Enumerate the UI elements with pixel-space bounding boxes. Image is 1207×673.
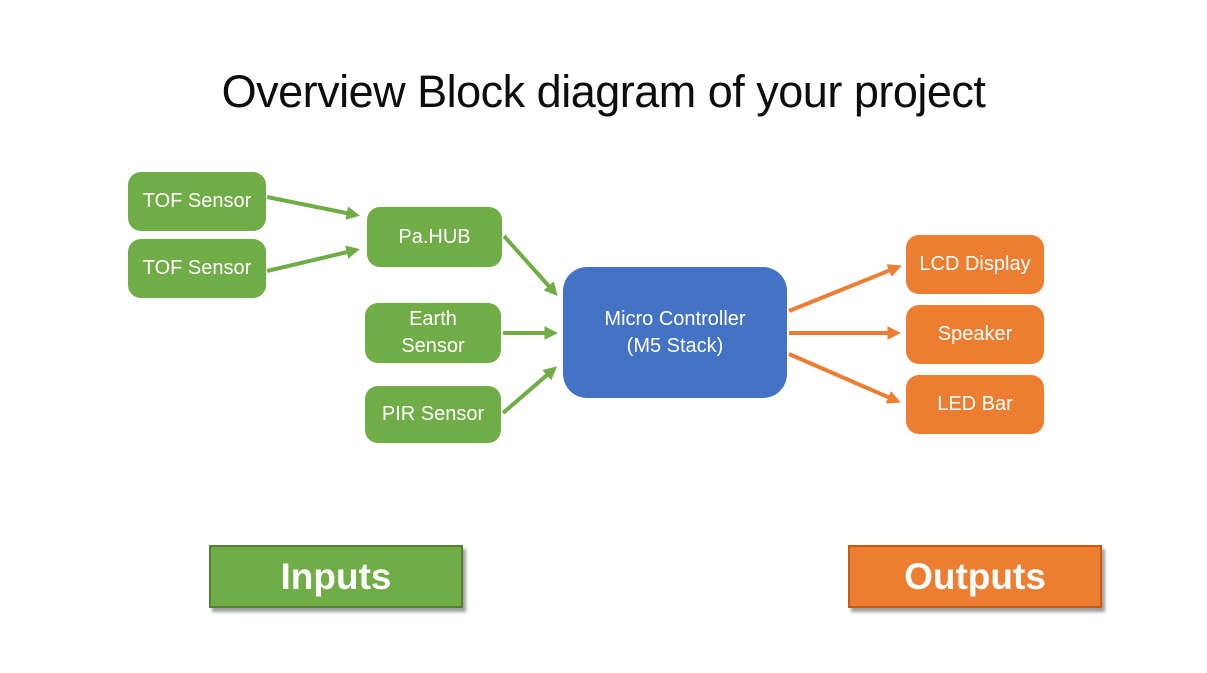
node-speaker: Speaker [906,305,1044,364]
page-title: Overview Block diagram of your project [221,66,986,117]
node-lcd-display: LCD Display [906,235,1044,294]
arrow-tof1-to-pahub [266,195,360,220]
node-earth-sensor: Earth Sensor [365,303,501,363]
node-speaker-label: Speaker [937,323,1013,345]
node-pahub-label: Pa.HUB [398,225,471,248]
arrow-pir-to-mcu [501,366,558,415]
legend-outputs-box: Outputs [848,545,1102,608]
node-pahub: Pa.HUB [367,207,502,267]
arrow-tof2-to-pahub [266,245,360,273]
node-tof-sensor-1: TOF Sensor [128,172,266,231]
node-tof-sensor-2: TOF Sensor [128,239,266,298]
node-micro-controller: Micro Controller (M5 Stack) [563,267,787,398]
node-tof-sensor-1-label: TOF Sensor [142,190,252,212]
legend-inputs-label: Inputs [280,555,392,597]
node-lcd-display-label: LCD Display [919,253,1031,275]
node-micro-controller-label: Micro Controller (M5 Stack) [604,307,746,357]
arrow-mcu-to-ledbar [788,352,901,404]
legend-outputs-label: Outputs [904,555,1046,597]
node-led-bar-label: LED Bar [937,393,1013,415]
node-pir-sensor-label: PIR Sensor [381,403,485,425]
legend-inputs-box: Inputs [209,545,463,608]
node-earth-sensor-label: Earth Sensor [401,308,465,357]
node-led-bar: LED Bar [906,375,1044,434]
arrow-mcu-to-lcd [788,264,902,313]
node-tof-sensor-2-label: TOF Sensor [142,257,252,279]
arrow-pahub-to-mcu [502,234,558,297]
node-pir-sensor: PIR Sensor [365,386,501,443]
